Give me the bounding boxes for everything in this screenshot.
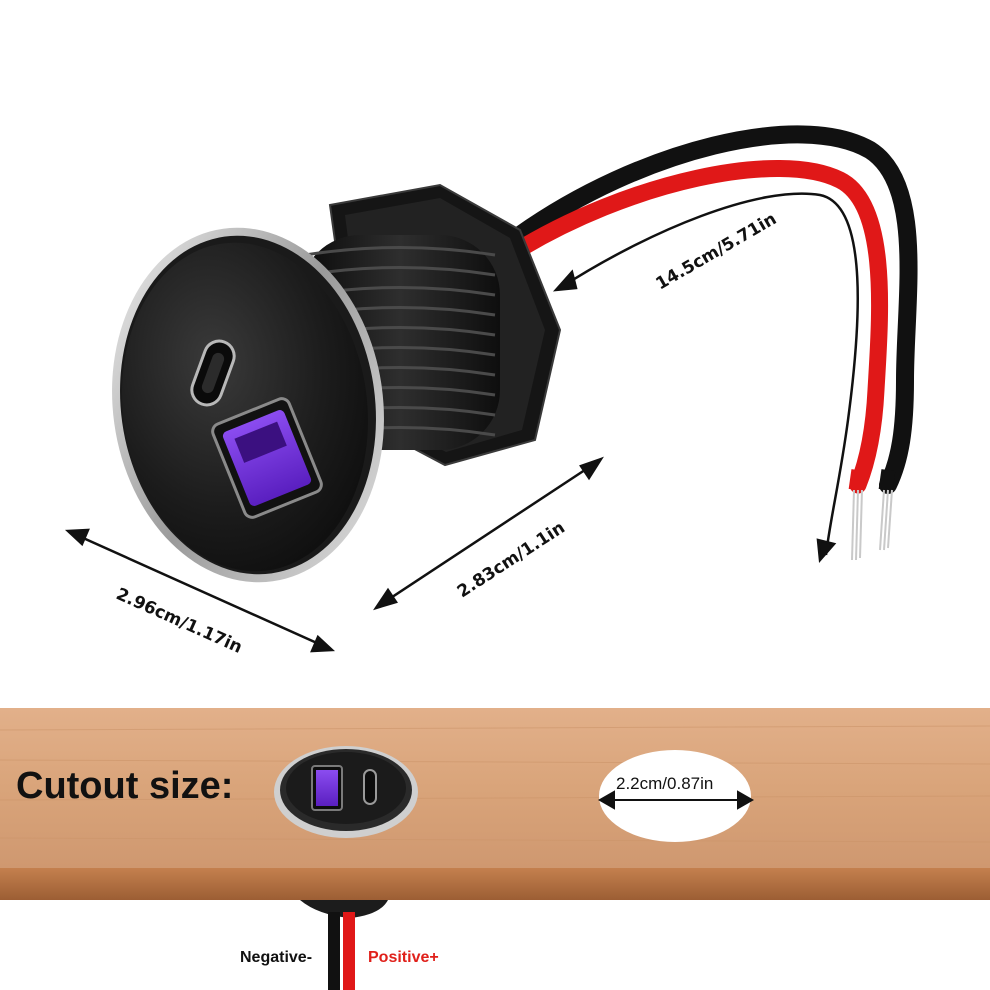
positive-label: Positive+	[368, 949, 439, 966]
tabletop-edge	[0, 868, 990, 900]
cutout-hole	[597, 750, 755, 842]
socket-top-view	[274, 746, 418, 838]
usb-c-port-icon	[190, 339, 236, 407]
wire-tip-black	[878, 469, 896, 491]
wire-red	[501, 160, 889, 494]
wire-strands	[851, 489, 893, 561]
usb-a-port-icon	[211, 397, 323, 519]
socket-front-face	[112, 227, 384, 583]
wire-tip-red	[848, 469, 866, 491]
face-diameter-label: 2.96cm/1.17in	[113, 584, 245, 658]
cutout-title: Cutout size:	[16, 765, 233, 807]
socket-underside	[300, 900, 388, 990]
wires	[501, 125, 918, 561]
thread-length-label: 2.83cm/1.1in	[454, 518, 569, 602]
wire-length-label: 14.5cm/5.71in	[653, 209, 781, 294]
usb-c-port-top-icon	[363, 769, 377, 805]
tabletop	[0, 708, 990, 900]
cutout-size-label: 2.2cm/0.87in	[616, 774, 713, 793]
usb-a-port-top-icon	[311, 765, 343, 811]
wire-black	[511, 125, 918, 494]
negative-label: Negative-	[240, 949, 312, 966]
dimension-arrows	[64, 192, 860, 653]
